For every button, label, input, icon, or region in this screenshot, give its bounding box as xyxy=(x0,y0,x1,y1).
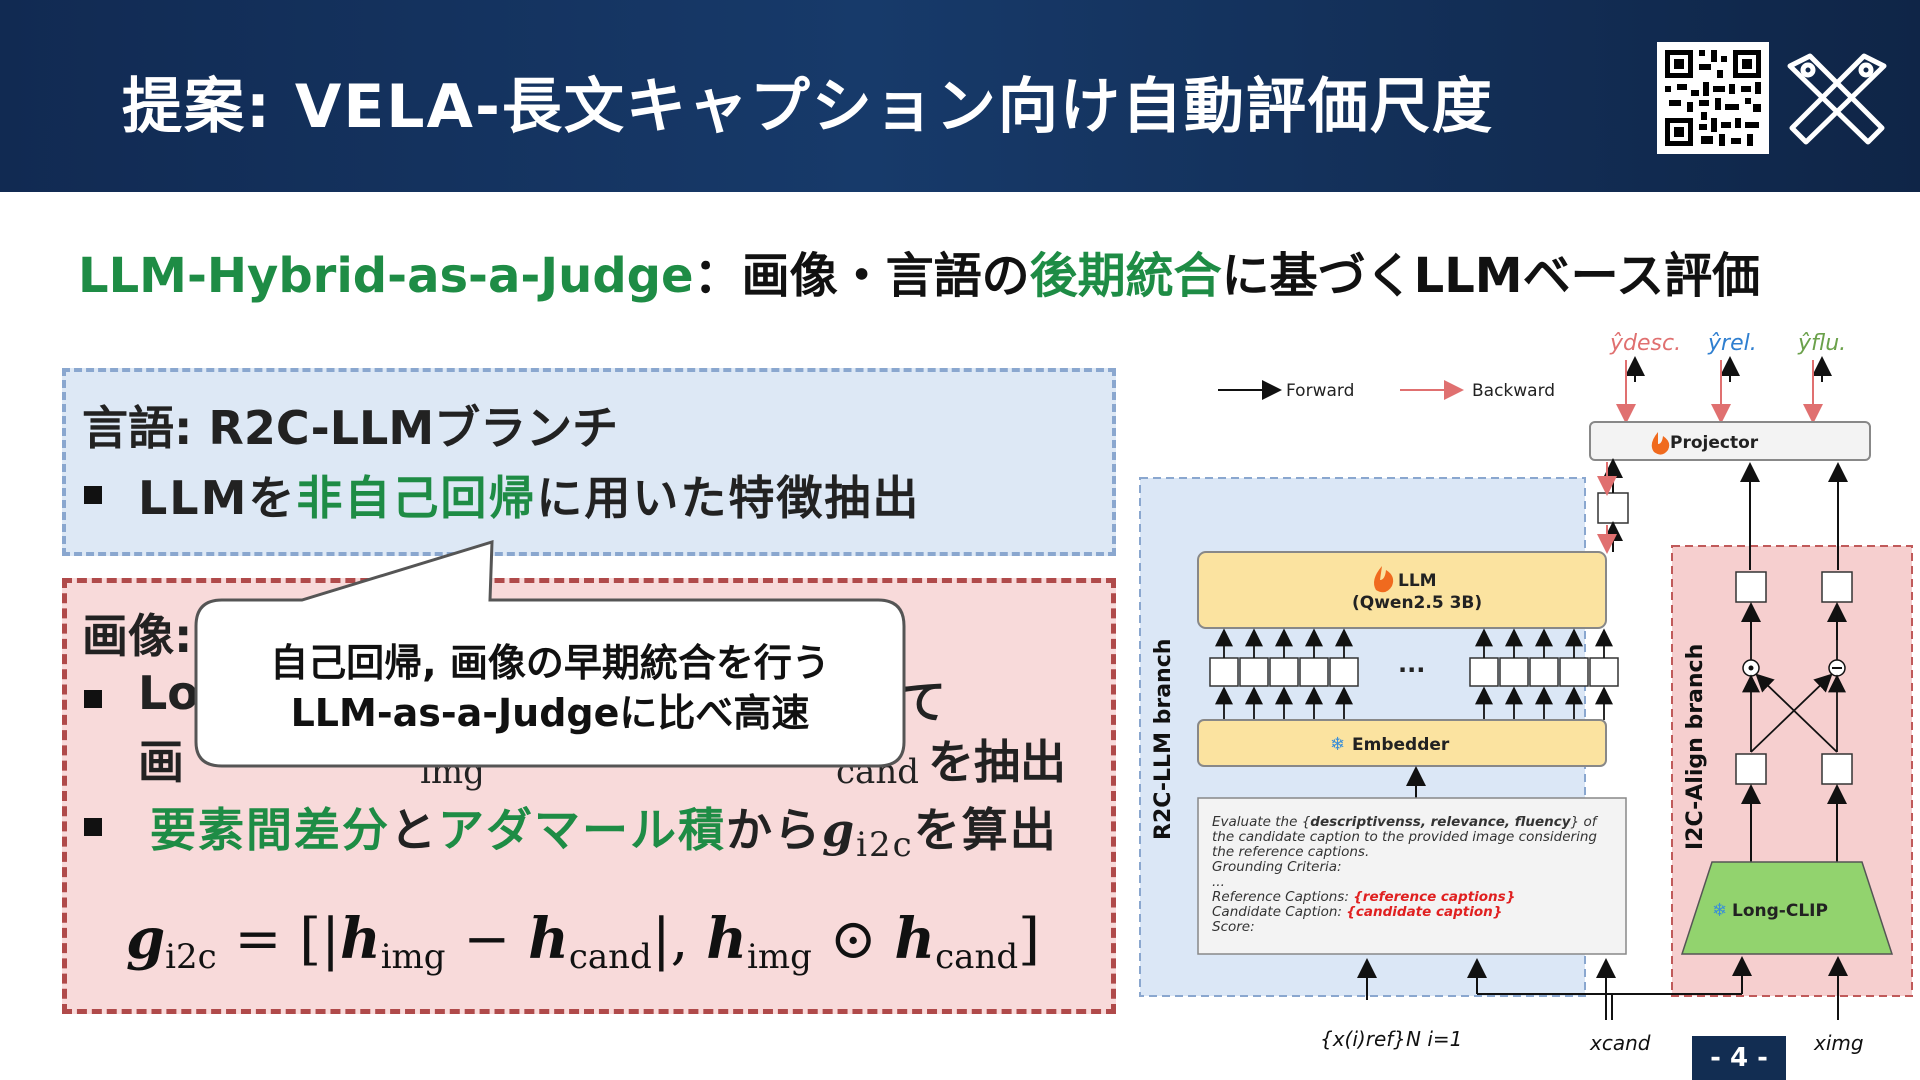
bullet-square xyxy=(84,818,102,836)
speech-callout: 自己回帰, 画像の早期統合を行う LLM-as-a-Judgeに比べ高速 xyxy=(192,540,908,770)
i2c-branch-label: I2C-Align branch xyxy=(1683,644,1708,850)
token-row-left xyxy=(1209,657,1359,687)
image-bullet-2: 要素間差分とアダマール積からgi2cを算出 xyxy=(150,794,1058,865)
callout-line-2: LLM-as-a-Judgeに比べ高速 xyxy=(290,691,810,735)
subtitle-text-a: ：画像・言語の xyxy=(693,248,1030,304)
prompt-line-7: Candidate Caption: {candidate caption} xyxy=(1212,904,1502,920)
f-h1: h xyxy=(339,906,381,972)
prompt-line-6: Reference Captions: {reference captions} xyxy=(1212,889,1515,905)
prompt-line-1: Evaluate the {descriptivenss, relevance,… xyxy=(1212,814,1599,830)
img-b2-end: を算出 xyxy=(913,803,1058,857)
llm-label: LLM xyxy=(1398,571,1437,591)
token-row-right xyxy=(1469,657,1619,687)
img-b2-var-sub: i2c xyxy=(856,825,914,865)
lab-logo-icon xyxy=(1782,48,1892,148)
f-h4-sub: cand xyxy=(935,937,1019,977)
projector-label: Projector xyxy=(1670,433,1759,453)
f-h3-sub: img xyxy=(747,937,812,977)
input-ref-captions: {x(i)ref}N i=1 xyxy=(1320,1027,1462,1051)
lang-b1-green: 非自己回帰 xyxy=(296,471,537,525)
f-odot: ⊙ xyxy=(811,907,895,972)
f-close: ] xyxy=(1018,907,1040,972)
snowflake-icon: ❄ xyxy=(1330,734,1345,755)
img-b2-green1: 要素間差分 xyxy=(150,803,390,857)
output-flu: ŷflu. xyxy=(1797,331,1846,356)
prompt-line-3: the reference captions. xyxy=(1212,844,1369,860)
prompt-template-box xyxy=(1197,797,1627,955)
img-b2-green2: アダマール積 xyxy=(438,803,726,857)
token-box xyxy=(1597,492,1629,524)
subtitle-method: LLM-Hybrid-as-a-Judge xyxy=(78,248,694,304)
embedder-block xyxy=(1197,719,1607,767)
feature-box xyxy=(1821,571,1853,603)
embedder-label: Embedder xyxy=(1352,735,1450,755)
prompt-line-4: Grounding Criteria: xyxy=(1212,859,1342,875)
input-cand: xcand xyxy=(1589,1031,1651,1055)
f-h2: h xyxy=(528,906,569,972)
r2c-branch-label: R2C-LLM branch xyxy=(1151,639,1176,840)
lang-b1-pre: LLMを xyxy=(138,471,297,525)
long-clip-label: Long-CLIP xyxy=(1732,901,1828,921)
image-heading: 画像: xyxy=(82,609,193,663)
bullet-square xyxy=(84,486,102,504)
page-number: - 4 - xyxy=(1692,1036,1786,1080)
qr-code-icon[interactable] xyxy=(1657,42,1769,154)
f-h3: h xyxy=(706,906,747,972)
language-branch-box xyxy=(62,368,1116,556)
f-h4: h xyxy=(894,906,936,972)
subtitle-text-b: に基づくLLMベース評価 xyxy=(1221,248,1761,304)
slide-title: 提案: VELA-長文キャプション向け自動評価尺度 xyxy=(122,72,1494,142)
f-sep: |, xyxy=(651,907,707,972)
flame-icon xyxy=(1651,432,1670,455)
bullet-square xyxy=(84,690,102,708)
legend-backward: Backward xyxy=(1472,381,1555,401)
img-b2-var: g xyxy=(822,803,857,857)
f-minus: − xyxy=(445,907,529,972)
f-eq: = [| xyxy=(216,907,340,972)
snowflake-icon: ❄ xyxy=(1712,900,1727,921)
feature-box xyxy=(1735,571,1767,603)
f-h1-sub: img xyxy=(380,937,446,977)
prompt-line-8: Score: xyxy=(1212,919,1255,935)
img-b2-post: から xyxy=(726,803,822,857)
language-bullet-1: LLMを非自己回帰に用いた特徴抽出 xyxy=(138,462,920,528)
language-heading: 言語: R2C-LLMブランチ xyxy=(82,401,619,455)
input-img: ximg xyxy=(1813,1031,1864,1055)
output-desc: ŷdesc. xyxy=(1609,331,1681,356)
feature-box xyxy=(1735,753,1767,785)
callout-line-1: 自己回帰, 画像の早期統合を行う xyxy=(270,641,830,685)
output-rel: ŷrel. xyxy=(1707,331,1757,356)
f-h2-sub: cand xyxy=(568,937,652,977)
image-bullet-1-end: て xyxy=(900,675,946,729)
token-ellipsis: ··· xyxy=(1398,656,1425,684)
prompt-line-5: ... xyxy=(1212,874,1225,890)
image-bullet-1-line2-start: 画 xyxy=(138,735,184,789)
feature-box xyxy=(1821,753,1853,785)
architecture-diagram: Forward Backward ŷdesc. ŷrel. ŷflu. Proj… xyxy=(1139,331,1913,1055)
f-lhs-sub: i2c xyxy=(165,937,217,977)
flame-icon xyxy=(1374,566,1394,593)
img-b2-mid: と xyxy=(390,803,438,857)
header-bar xyxy=(0,0,1920,192)
f-lhs: g xyxy=(126,906,166,972)
lang-b1-post: に用いた特徴抽出 xyxy=(536,471,921,525)
image-bullet-1-line2-end: を抽出 xyxy=(928,735,1066,789)
llm-block xyxy=(1197,551,1607,629)
llm-model-label: (Qwen2.5 3B) xyxy=(1352,593,1482,613)
subtitle: LLM-Hybrid-as-a-Judge：画像・言語の後期統合に基づくLLMベ… xyxy=(78,236,1760,306)
token-arrows xyxy=(1215,628,1613,720)
long-clip-block xyxy=(1680,861,1894,955)
prompt-line-2: the candidate caption to the provided im… xyxy=(1212,829,1597,845)
image-bullet-1-start: Lo xyxy=(138,666,199,720)
legend-forward: Forward xyxy=(1286,381,1354,401)
subtitle-late-fusion: 後期統合 xyxy=(1029,248,1222,304)
g-i2c-formula: gi2c = [|himg − hcand|, himg ⊙ hcand] xyxy=(126,906,1040,977)
